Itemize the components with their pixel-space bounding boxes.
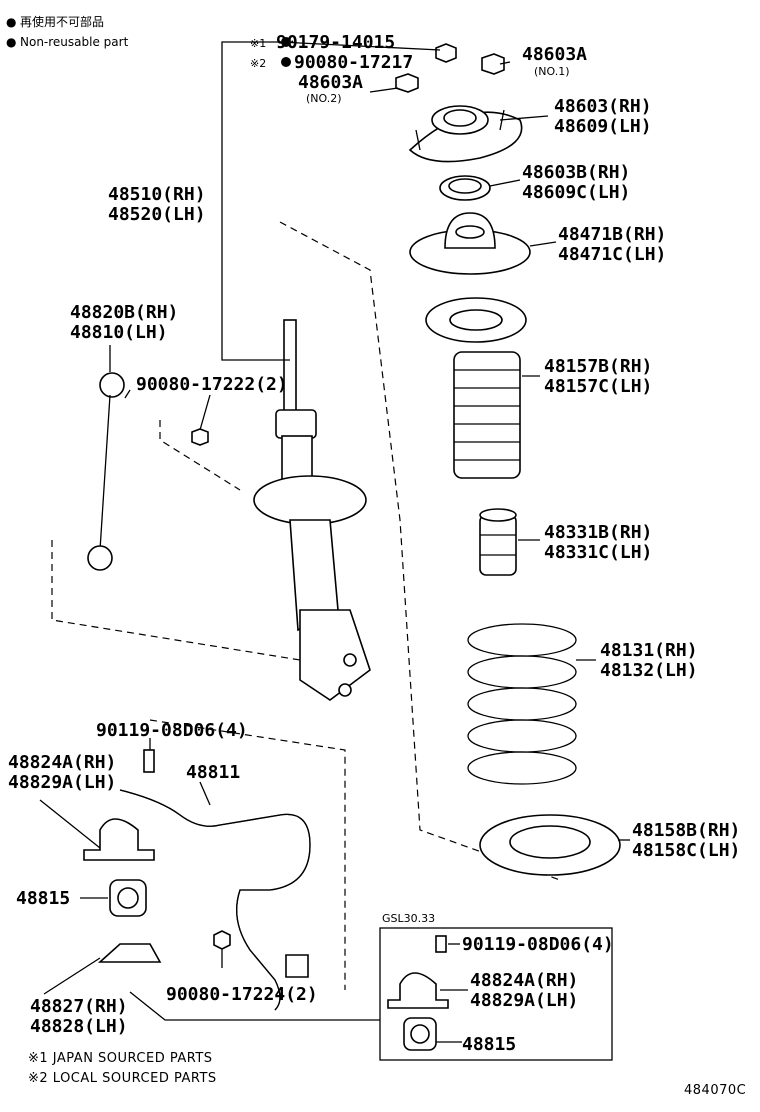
footnotes: ※1 JAPAN SOURCED PARTS ※2 LOCAL SOURCED …	[28, 1051, 746, 1098]
label-seat-lower-rh: 48158B(RH)	[632, 820, 740, 841]
label-nut-no2-note: (NO.2)	[306, 92, 342, 105]
label-nut-japan: 90179-14015	[276, 32, 395, 53]
part-labels: ※1 90179-14015 ※2 90080-17217 48603A (NO…	[8, 32, 740, 1037]
nut-japan-number: 90179-14015	[276, 32, 395, 53]
figure-id: 484070C	[684, 1083, 746, 1098]
legend-bullet-1: ●	[6, 15, 16, 29]
label-spring-rh: 48131(RH)	[600, 640, 698, 661]
non-reusable-bullet-icon	[281, 37, 291, 47]
label-nut-no2: 48603A	[298, 72, 363, 93]
bushing-drawing	[109, 879, 147, 917]
nut-no2-drawing	[395, 73, 419, 93]
label-bearing-lh: 48609C(LH)	[522, 182, 630, 203]
strut-assembly-drawing	[253, 319, 371, 701]
label-spring-lh: 48132(LH)	[600, 660, 698, 681]
inset-bracket-rh-label: 48824A(RH)	[470, 970, 578, 991]
label-retainer-rh: 48827(RH)	[30, 996, 128, 1017]
bracket-drawing	[83, 749, 155, 861]
footnote-local: ※2 LOCAL SOURCED PARTS	[28, 1071, 217, 1086]
label-bracket-bolt: 90119-08D06(4)	[96, 720, 248, 741]
label-seat-upper-lh: 48471C(LH)	[558, 244, 666, 265]
assembly-guide-lines	[51, 221, 561, 990]
label-bushing: 48815	[16, 888, 70, 909]
inset-bracket-lh-label: 48829A(LH)	[470, 990, 578, 1011]
label-support-rh: 48603(RH)	[554, 96, 652, 117]
label-bracket-lh: 48829A(LH)	[8, 772, 116, 793]
label-support-lh: 48609(LH)	[554, 116, 652, 137]
leader-lines	[39, 41, 630, 1021]
label-insulator-rh: 48157B(RH)	[544, 356, 652, 377]
legend-bullet-2: ●	[6, 35, 16, 49]
gsl-inset: GSL30.33 90119-08D06(4) 48824A(RH) 48829…	[379, 912, 614, 1061]
label-stabilizer-bar: 48811	[186, 762, 240, 783]
upper-support-drawing	[408, 105, 523, 163]
upper-spring-seat-drawing	[409, 212, 531, 275]
inset-title: GSL30.33	[382, 912, 435, 925]
bearing-drawing	[439, 175, 491, 201]
label-stab-nut: 90080-17224(2)	[166, 984, 318, 1005]
label-bumper-rh: 48331B(RH)	[544, 522, 652, 543]
label-link-nut: 90080-17222(2)	[136, 374, 288, 395]
legend-english: Non-reusable part	[20, 35, 129, 49]
label-japan-mark: ※1	[250, 37, 266, 50]
footnote-japan: ※1 JAPAN SOURCED PARTS	[28, 1051, 213, 1066]
label-strut-rh: 48510(RH)	[108, 184, 206, 205]
nut-no1-drawing	[481, 53, 505, 75]
label-bumper-lh: 48331C(LH)	[544, 542, 652, 563]
stabilizer-bar-drawing	[119, 789, 311, 1011]
legend-japanese: 再使用不可部品	[20, 14, 104, 29]
bump-stopper-drawing	[479, 508, 517, 576]
spring-insulator-drawing	[425, 297, 527, 479]
legend: ● 再使用不可部品 ● Non-reusable part	[6, 14, 129, 49]
nut-drawing	[435, 43, 457, 63]
label-seat-upper-rh: 48471B(RH)	[558, 224, 666, 245]
label-insulator-lh: 48157C(LH)	[544, 376, 652, 397]
stabilizer-link-drawing	[87, 372, 209, 571]
label-local-mark: ※2	[250, 57, 266, 70]
label-nut-local: 90080-17217	[294, 52, 413, 73]
lower-spring-seat-drawing	[479, 814, 621, 876]
label-nut-no1-note: (NO.1)	[534, 65, 570, 78]
non-reusable-bullet-icon	[281, 57, 291, 67]
label-nut-no1: 48603A	[522, 44, 587, 65]
label-strut-lh: 48520(LH)	[108, 204, 206, 225]
label-link-rh: 48820B(RH)	[70, 302, 178, 323]
label-link-lh: 48810(LH)	[70, 322, 168, 343]
inset-bushing-label: 48815	[462, 1034, 516, 1055]
label-bearing-rh: 48603B(RH)	[522, 162, 630, 183]
retainer-drawing	[97, 930, 231, 963]
label-retainer-lh: 48828(LH)	[30, 1016, 128, 1037]
inset-bolt-label: 90119-08D06(4)	[462, 934, 614, 955]
coil-spring-drawing	[467, 623, 577, 785]
label-bracket-rh: 48824A(RH)	[8, 752, 116, 773]
label-seat-lower-lh: 48158C(LH)	[632, 840, 740, 861]
